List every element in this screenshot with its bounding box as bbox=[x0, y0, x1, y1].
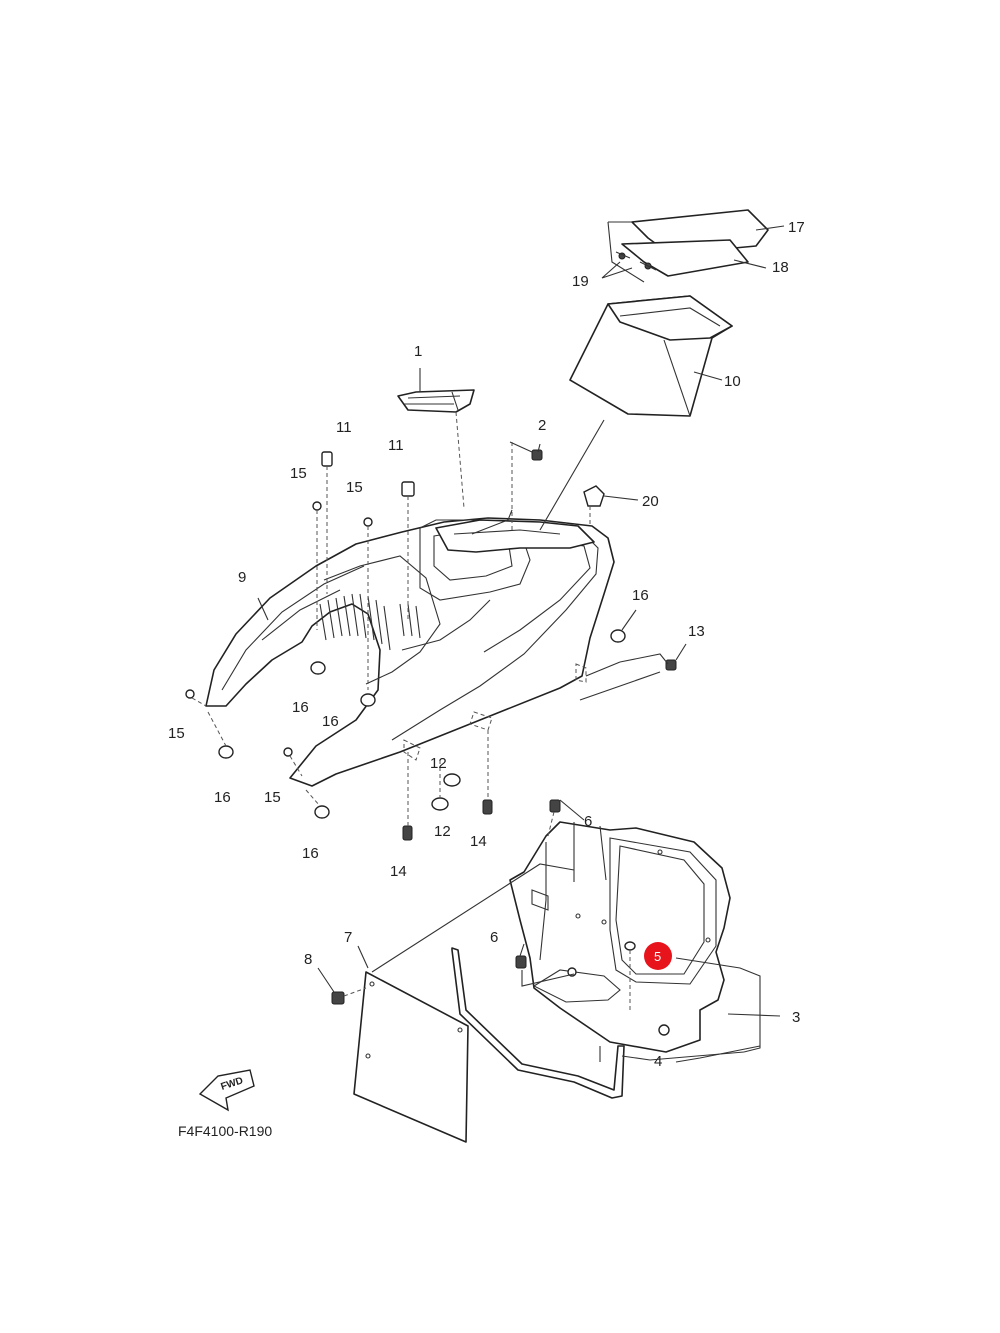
callout-14-right: 14 bbox=[470, 833, 487, 850]
highlight-marker[interactable] bbox=[644, 942, 672, 970]
callout-6-lower: 6 bbox=[490, 929, 498, 946]
callout-9: 9 bbox=[238, 569, 246, 586]
hull-fasteners bbox=[185, 419, 677, 841]
callout-3: 3 bbox=[792, 1009, 800, 1026]
callout-6-upper: 6 bbox=[584, 813, 592, 830]
callout-16-c: 16 bbox=[214, 789, 231, 806]
callout-13: 13 bbox=[688, 623, 705, 640]
callout-12-lower: 12 bbox=[434, 823, 451, 840]
callout-16-d: 16 bbox=[302, 845, 319, 862]
storage-tub bbox=[509, 799, 731, 1053]
callout-7: 7 bbox=[344, 929, 352, 946]
flank-texture bbox=[319, 593, 421, 651]
callout-15-a: 15 bbox=[290, 465, 307, 482]
callout-17: 17 bbox=[788, 219, 805, 236]
callout-1: 1 bbox=[414, 343, 422, 360]
callout-4: 4 bbox=[654, 1053, 662, 1070]
callout-11-center: 11 bbox=[388, 437, 404, 454]
callout-18: 18 bbox=[772, 259, 789, 276]
callout-labels: 1 2 3 4 6 6 7 8 9 10 11 11 12 12 13 14 1… bbox=[168, 219, 805, 1070]
callout-15-c: 15 bbox=[168, 725, 185, 742]
callout-15-b: 15 bbox=[346, 479, 363, 496]
highlighted-callout-5[interactable]: 5 bbox=[644, 942, 672, 970]
callout-8: 8 bbox=[304, 951, 312, 968]
hull-cover bbox=[205, 517, 615, 787]
callout-20: 20 bbox=[642, 493, 659, 510]
access-panel bbox=[331, 863, 575, 1143]
callout-2: 2 bbox=[538, 417, 546, 434]
callout-12-upper: 12 bbox=[430, 755, 447, 772]
lid-plates bbox=[607, 209, 769, 283]
callout-16-e: 16 bbox=[632, 587, 649, 604]
seal-strip bbox=[451, 947, 625, 1099]
callout-16-a: 16 bbox=[292, 699, 309, 716]
diagram-code: F4F4100-R190 bbox=[178, 1123, 272, 1139]
callout-11-left: 11 bbox=[336, 419, 352, 436]
callout-10: 10 bbox=[724, 373, 741, 390]
leader-lines bbox=[257, 225, 785, 1063]
fwd-arrow-icon: FWD bbox=[198, 1069, 255, 1112]
vent-grille bbox=[397, 389, 475, 509]
callout-15-d: 15 bbox=[264, 789, 281, 806]
storage-bin bbox=[569, 295, 733, 417]
callout-14-left: 14 bbox=[390, 863, 407, 880]
callout-16-b: 16 bbox=[322, 713, 339, 730]
highlight-label: 5 bbox=[654, 949, 661, 964]
callout-19: 19 bbox=[572, 273, 589, 290]
